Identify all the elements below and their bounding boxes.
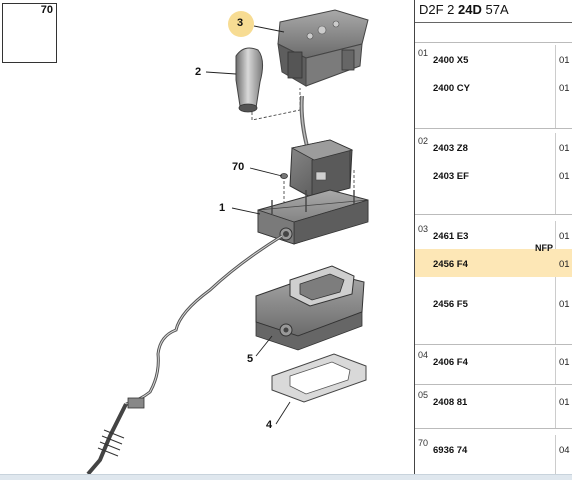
part-reference[interactable]: 2403 Z8: [433, 143, 468, 154]
part-reference[interactable]: 2400 CY: [433, 83, 470, 94]
group-code: 04: [418, 350, 429, 360]
callout-leader-lines: [205, 25, 291, 425]
group-code: 03: [418, 224, 429, 234]
vehicle-code-suffix: 57A: [485, 2, 509, 17]
part-quantity: 01: [559, 231, 570, 242]
part-1-shifter-base: [257, 189, 369, 245]
part-group-01: 01 2400 X5 01 2400 CY 01: [415, 45, 572, 129]
part-quantity: 01: [559, 259, 570, 270]
part-row[interactable]: 2456 F5 01: [415, 289, 572, 317]
part-reference[interactable]: 2400 X5: [433, 55, 469, 66]
part-group-70: 70 6936 74 04: [415, 435, 572, 480]
group-code: 70: [418, 438, 429, 448]
part-reference[interactable]: 2406 F4: [433, 357, 468, 368]
part-row[interactable]: 2408 81 01: [415, 387, 572, 415]
header-spacer: [415, 23, 572, 43]
column-divider: [555, 133, 556, 214]
part-4-gasket-frame: [271, 353, 367, 403]
gear-cable: [86, 234, 283, 476]
part-group-05: 05 2408 81 01: [415, 387, 572, 429]
group-code: 02: [418, 136, 429, 146]
part-quantity: 01: [559, 171, 570, 182]
part-reference[interactable]: 2456 F4: [433, 259, 468, 270]
part-reference[interactable]: 2408 81: [433, 397, 468, 408]
exploded-parts-diagram: 70 3 2 70 1 5 4: [2, 3, 369, 476]
part-quantity: 01: [559, 143, 570, 154]
diagram-drawing: [9, 9, 369, 476]
part-row[interactable]: 2461 E3 01: [415, 221, 572, 249]
part-reference[interactable]: 2461 E3: [433, 231, 469, 242]
horizontal-scrollbar[interactable]: [0, 474, 572, 480]
callout-1[interactable]: 1: [219, 202, 226, 214]
callout-5[interactable]: 5: [247, 353, 254, 365]
part-quantity: 01: [559, 83, 570, 94]
part-quantity: 01: [559, 55, 570, 66]
part-row[interactable]: 2403 EF 01: [415, 161, 572, 189]
part-row[interactable]: 2400 X5 01: [415, 45, 572, 73]
part-5-gaiter-housing: [255, 265, 365, 351]
part-reference[interactable]: 2403 EF: [433, 171, 469, 182]
part-quantity: 01: [559, 299, 570, 310]
callout-2[interactable]: 2: [195, 66, 202, 78]
part-quantity: 01: [559, 397, 570, 408]
inset-nut-box: 70: [2, 3, 57, 63]
part-quantity: 01: [559, 357, 570, 368]
part-row[interactable]: 2406 F4 01: [415, 347, 572, 375]
shift-lever-shaft: [299, 95, 310, 151]
vehicle-code-model: 24D: [458, 2, 482, 17]
vehicle-code-prefix: D2F 2: [419, 2, 455, 17]
column-divider: [555, 221, 556, 344]
part-2-gear-knob: [235, 47, 264, 113]
part-row-selected[interactable]: NFP 2456 F4 01: [415, 243, 572, 277]
column-divider: [555, 435, 556, 480]
part-note-nfp: NFP: [535, 243, 553, 253]
part-3-shift-bezel: [277, 9, 369, 87]
part-row[interactable]: 2403 Z8 01: [415, 133, 572, 161]
column-divider: [555, 387, 556, 428]
column-divider: [555, 347, 556, 384]
group-code: 05: [418, 390, 429, 400]
callout-4[interactable]: 4: [266, 419, 273, 431]
vehicle-code-header: D2F 2 24D 57A: [415, 0, 572, 23]
inset-part-number[interactable]: 70: [40, 4, 53, 16]
callout-3[interactable]: 3: [237, 17, 244, 29]
column-divider: [555, 45, 556, 128]
part-group-04: 04 2406 F4 01: [415, 347, 572, 385]
group-code: 01: [418, 48, 429, 58]
shift-mechanism-block: [289, 139, 354, 199]
part-quantity: 04: [559, 445, 570, 456]
parts-list-panel: D2F 2 24D 57A 01 2400 X5 01 2400 CY 01 0…: [414, 0, 572, 480]
part-group-03: 03 2461 E3 01 NFP 2456 F4 01 2456 F5 01: [415, 221, 572, 345]
part-group-02: 02 2403 Z8 01 2403 EF 01: [415, 133, 572, 215]
part-row[interactable]: 6936 74 04: [415, 435, 572, 463]
callout-70[interactable]: 70: [232, 161, 245, 173]
part-reference[interactable]: 2456 F5: [433, 299, 468, 310]
part-row[interactable]: 2400 CY 01: [415, 73, 572, 101]
callout-3-highlight: [228, 11, 254, 37]
part-reference[interactable]: 6936 74: [433, 445, 468, 456]
